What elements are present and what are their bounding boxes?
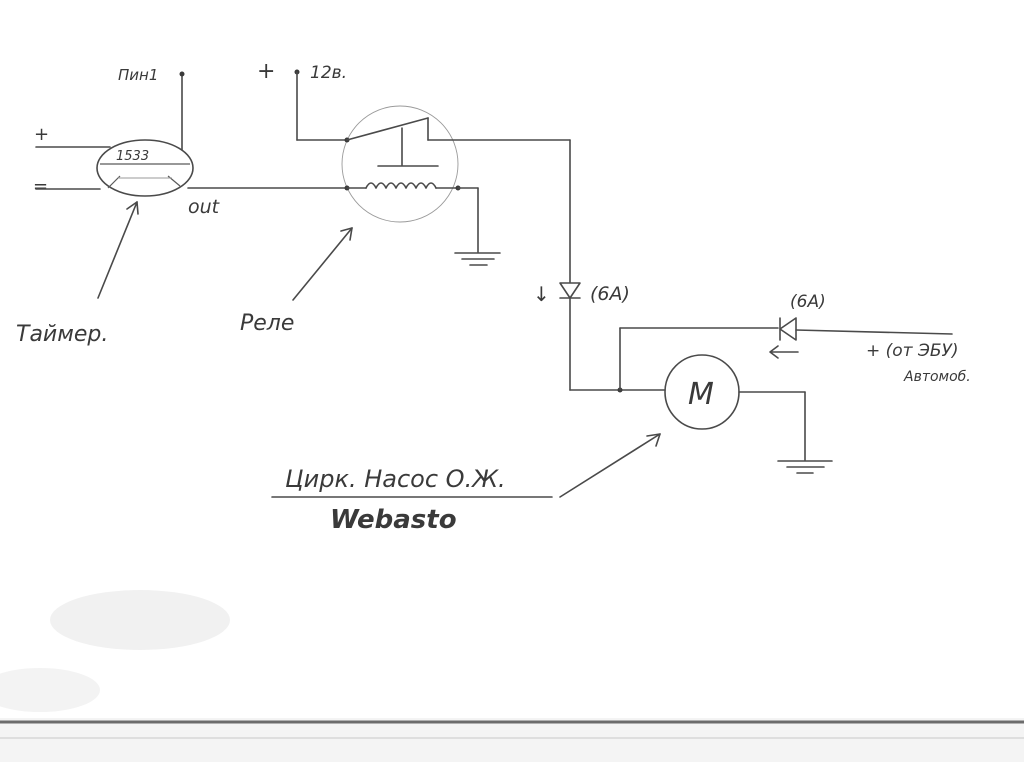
supply-plus-label: + (257, 59, 275, 84)
timer-pin1-label: Пин1 (118, 66, 158, 84)
timer-pointer-head (126, 201, 139, 215)
timer-chip-leg-right (167, 175, 181, 187)
paper-edge (0, 590, 1024, 762)
relay-block: Реле (240, 105, 571, 336)
timer-chip-body (96, 139, 194, 197)
diode-relay-arrow: ↓ (533, 282, 550, 306)
pump-title: Цирк. Насос О.Ж. (285, 465, 506, 493)
diode-relay-rating: (6А) (590, 283, 630, 305)
timer-block: + = 1533 Пин1 out Таймер. (16, 66, 221, 347)
timer-plus-label: + (34, 124, 49, 145)
pump-pointer-arrow (559, 433, 661, 498)
relay-pointer-arrow (292, 227, 353, 301)
ecu-diode-branch: (6А) + (от ЭБУ) Автомоб. (617, 292, 971, 393)
relay-coil-winding (365, 182, 437, 189)
timer-chip-label: 1533 (116, 149, 149, 164)
relay-diode-branch: ↓ (6А) (533, 139, 666, 391)
pump-pointer-head (646, 433, 661, 447)
timer-pointer-arrow (97, 201, 138, 299)
relay-label: Реле (240, 311, 294, 336)
pump-brand: Webasto (330, 505, 457, 535)
pump-annotation: Цирк. Насос О.Ж. Webasto (271, 433, 661, 535)
supply-voltage-label: 12в. (310, 63, 347, 83)
ecu-wire-right (795, 329, 953, 335)
relay-outline (341, 105, 459, 223)
relay-pointer-head (340, 227, 353, 241)
diode-ecu-direction-arrow (769, 345, 799, 359)
timer-pin1-terminal (179, 71, 185, 77)
timer-out-label: out (188, 196, 221, 218)
ecu-source-sublabel: Автомоб. (903, 369, 971, 385)
timer-label: Таймер. (16, 322, 108, 347)
motor-symbol: М (688, 377, 714, 412)
motor-block: М (664, 354, 833, 474)
supply-12v: + 12в. (257, 59, 347, 141)
diode-ecu-body (779, 317, 797, 341)
diode-relay-body (559, 282, 581, 299)
ecu-source-label: + (от ЭБУ) (866, 341, 959, 361)
timer-minus-label: = (33, 176, 48, 197)
diode-ecu-rating: (6А) (790, 292, 826, 312)
relay-switch-blade (346, 117, 429, 141)
